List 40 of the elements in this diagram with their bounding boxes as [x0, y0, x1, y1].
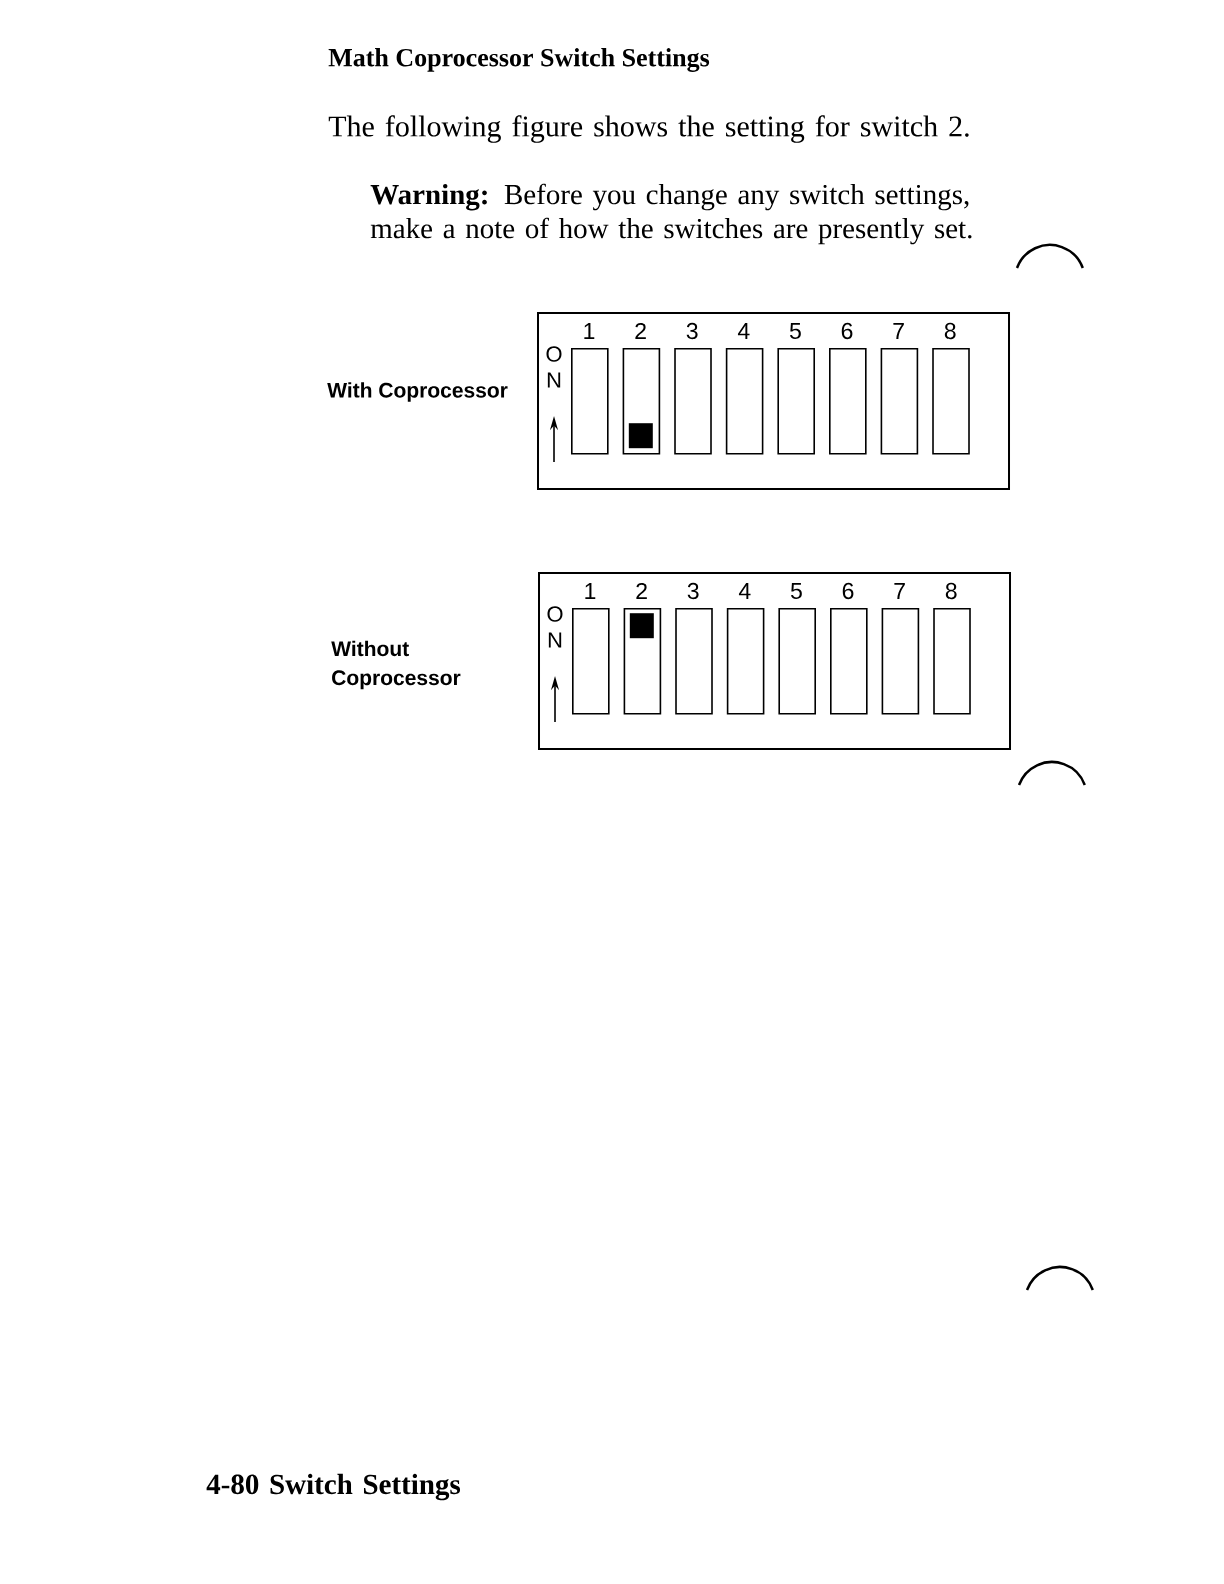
intro-text: The following figure shows the setting for switch 2. — [328, 115, 969, 143]
title: Math Coprocessor Switch Settings — [328, 48, 710, 72]
node-label: 4 — [738, 583, 751, 599]
node-label: 1 — [585, 583, 596, 599]
page-footer: 4-80 Switch Settings — [206, 1473, 460, 1501]
toggle-switch: 5 — [778, 583, 816, 715]
toggle-switch: 2 — [623, 583, 662, 715]
toggle-switch: 8 — [932, 322, 970, 455]
node-label: 8 — [945, 582, 957, 600]
node-label: 2 — [636, 582, 647, 600]
node-label: 7 — [894, 583, 905, 599]
switch-slider — [629, 613, 654, 639]
toggle-switch: 7 — [881, 583, 920, 715]
node-label: 5 — [789, 322, 801, 340]
toggle-switch: 6 — [830, 582, 868, 715]
toggle-switch: 2 — [622, 322, 661, 455]
node-label: 3 — [686, 322, 698, 340]
toggle-switch: 1 — [571, 323, 609, 455]
toggle-switch: 8 — [933, 582, 971, 715]
node-label: 6 — [842, 582, 854, 600]
node-label: 4 — [737, 323, 750, 339]
node-label: 2 — [635, 322, 646, 340]
node-label: 6 — [841, 322, 853, 340]
toggle-switch: 1 — [572, 583, 610, 715]
warning-note: Warning: Before you change any switch settings, make a note of how the switches are presently set. — [370, 183, 972, 245]
side-label: With Coprocessor — [327, 382, 508, 402]
node-label: 3 — [687, 582, 699, 600]
toggle-switch: 5 — [777, 323, 815, 455]
toggle-switch: 7 — [880, 323, 919, 455]
node-label: 5 — [790, 582, 802, 600]
toggle-switch: 3 — [674, 322, 712, 455]
toggle-switch: 3 — [675, 582, 713, 715]
node-label: 1 — [584, 323, 595, 339]
switch-slider — [628, 423, 653, 449]
toggle-switch: 4 — [726, 583, 765, 715]
toggle-switch: 4 — [725, 323, 764, 455]
node-label: 8 — [944, 322, 956, 340]
toggle-switch: 6 — [829, 322, 867, 455]
node-label: 7 — [893, 323, 904, 339]
side-label: Without Coprocessor — [331, 640, 461, 690]
